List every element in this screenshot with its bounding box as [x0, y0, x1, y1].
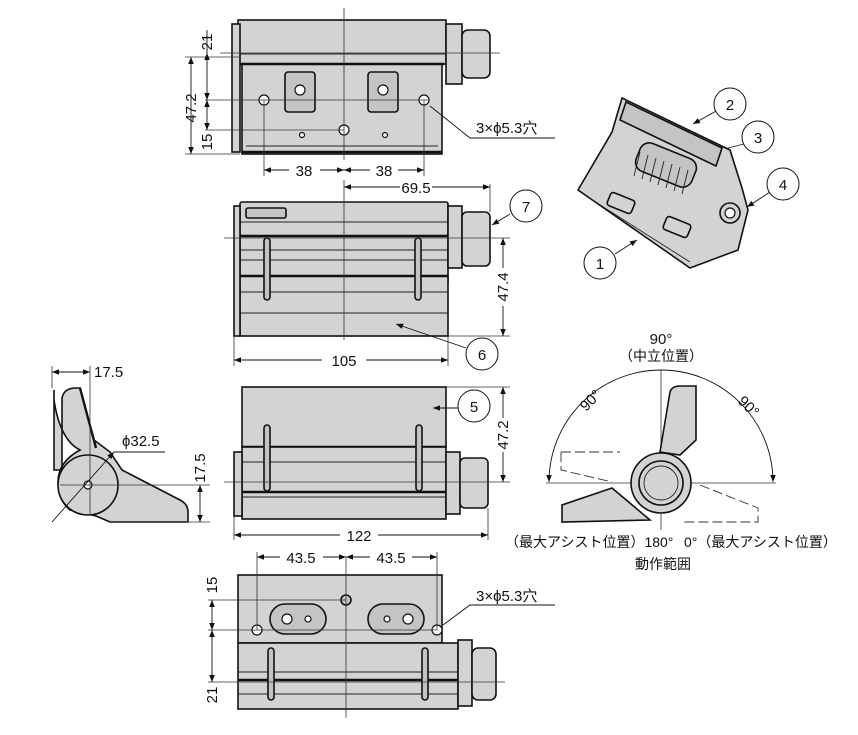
balloon-6	[465, 337, 499, 371]
dim-height-top: 21	[199, 34, 216, 51]
front-view-logo-plate	[245, 207, 287, 219]
dim-height-hole: 15	[199, 134, 216, 151]
dim-bottom-height-axis: 21	[204, 687, 221, 704]
top-view: 47.2 21 15 38 38 3×ϕ5.3穴	[183, 8, 555, 180]
balloon-4	[766, 167, 800, 201]
hole-note: 3×ϕ5.3穴	[476, 120, 537, 137]
dim-height: 47.4	[495, 272, 512, 301]
angle-top: 90°	[650, 331, 673, 348]
side-view: 17.5 ϕ32.5 17.5	[51, 364, 210, 523]
balloon-4-label: 4	[779, 177, 787, 194]
dim-height-axis: 17.5	[192, 453, 209, 482]
dim-bottom-height-hole: 15	[204, 577, 221, 594]
balloon-2-label: 2	[726, 97, 734, 114]
top-view-housing	[237, 19, 447, 65]
balloon-3	[741, 120, 775, 154]
balloon-2	[713, 87, 747, 121]
bottom-view-slot-left	[269, 603, 327, 635]
top-view-left-flange	[231, 23, 241, 153]
bottom-hole-note: 3×ϕ5.3穴	[476, 588, 537, 605]
motion-range-diagram: 90° （中立位置） 90° 90° （最大アシスト位置）180° 0°（最大ア…	[505, 331, 837, 572]
angle-left: 90°	[577, 387, 605, 415]
balloon-3-label: 3	[754, 130, 762, 147]
balloon-7-label: 7	[522, 199, 530, 216]
dim-rear-width: 122	[346, 528, 371, 545]
bottom-view-cap	[471, 647, 497, 701]
rear-view: 47.2 122 5	[224, 386, 512, 545]
front-view: 69.5 47.4 105 7 6	[224, 180, 543, 371]
dim-offset-right: 69.5	[401, 180, 430, 197]
balloon-1	[583, 246, 617, 280]
balloon-1-label: 1	[596, 256, 604, 273]
iso-spring	[634, 142, 698, 188]
dim-pitch-right: 38	[376, 163, 393, 180]
balloon-7	[509, 189, 543, 223]
angle-right: 90°	[734, 393, 762, 421]
dim-side-width-top: 17.5	[94, 364, 123, 381]
bottom-view: 43.5 43.5 15 21 3×ϕ5.3穴	[204, 550, 555, 718]
dim-bottom-pitch-right: 43.5	[376, 550, 405, 567]
bottom-view-slot-right	[367, 603, 425, 635]
label-max-assist-0: 0°（最大アシスト位置）	[684, 534, 837, 550]
balloon-6-label: 6	[478, 347, 486, 364]
balloon-5-label: 5	[470, 399, 478, 416]
iso-view: 2 3 4 1	[576, 87, 800, 280]
motion-range-caption: 動作範囲	[635, 556, 691, 572]
label-max-assist-180: （最大アシスト位置）180°	[505, 534, 673, 550]
dim-diameter: ϕ32.5	[122, 433, 160, 450]
dim-rear-height: 47.2	[495, 420, 512, 449]
dim-width: 105	[331, 353, 356, 370]
label-neutral: （中立位置）	[619, 348, 703, 364]
dim-pitch-left: 38	[296, 163, 313, 180]
dim-height-total: 47.2	[183, 93, 200, 122]
balloon-5	[457, 389, 491, 423]
rear-view-cap	[459, 457, 489, 509]
top-view-base-plate	[241, 63, 443, 155]
top-view-cap	[461, 29, 491, 79]
dim-bottom-pitch-left: 43.5	[286, 550, 315, 567]
front-view-cap	[461, 211, 491, 267]
